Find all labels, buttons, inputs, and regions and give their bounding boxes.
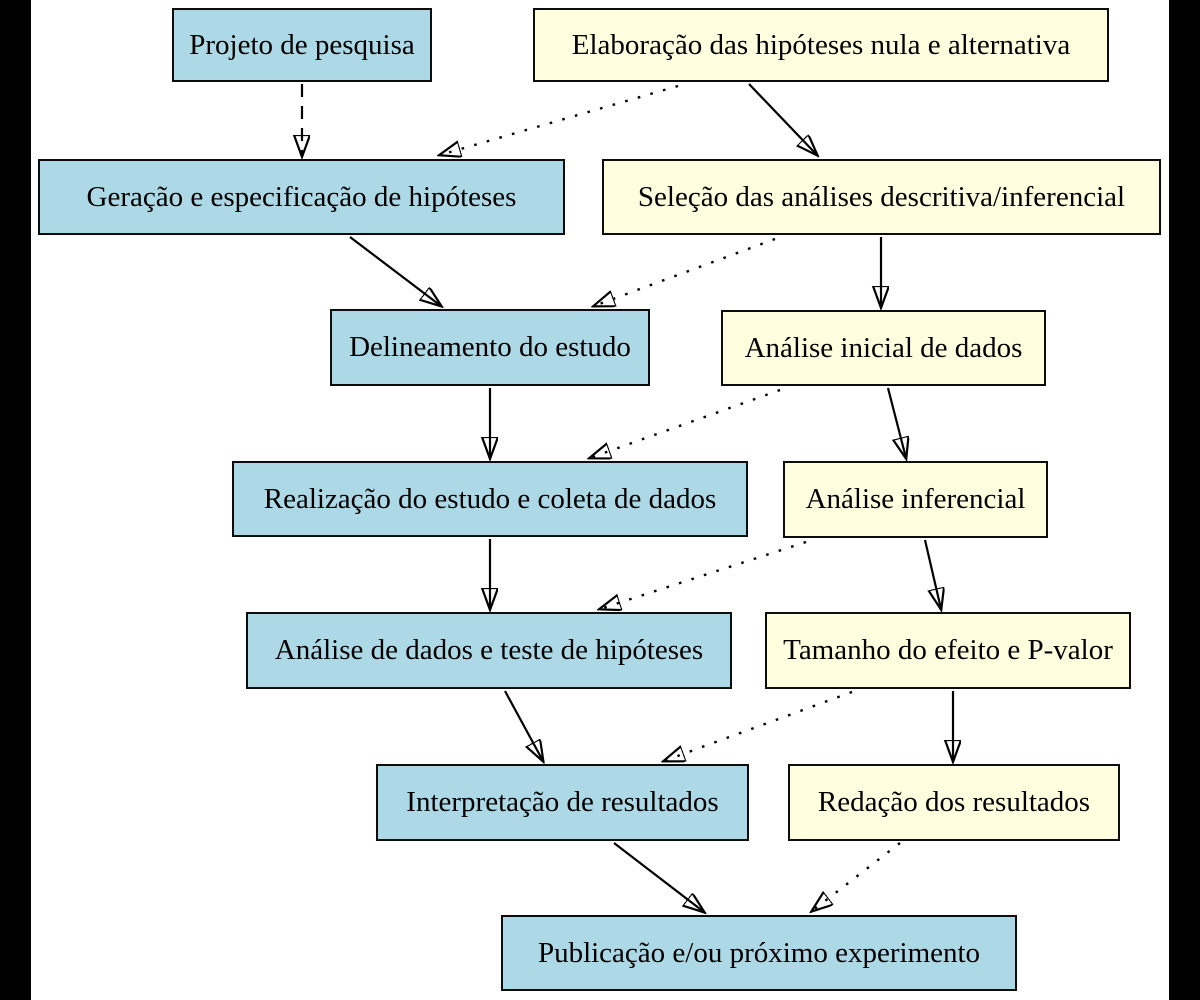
node-label: Realização do estudo e coleta de dados [263,482,717,515]
edge-analise-inicial-realizacao [590,388,781,458]
node-label: Análise de dados e teste de hipóteses [274,634,704,666]
left-letterbox-bar [0,0,31,1000]
node-label: Delineamento do estudo [349,331,631,363]
edge-geracao-delineamento [349,236,441,306]
node-label: Análise inferencial [805,483,1026,515]
node-analise-inicial-dados: Análise inicial de dados [721,310,1046,386]
node-label: Elaboração das hipóteses nula e alternat… [571,28,1071,61]
node-label: Publicação e/ou próximo experimento [537,936,981,969]
edge-analise-inferencial-dados [600,540,807,609]
edge-elaboracao-geracao [440,84,679,155]
node-geracao-especificacao: Geração e especificação de hipóteses [38,159,565,235]
edge-selecao-delineamento [594,237,776,306]
edge-analise-inicial-inferencial [886,387,906,458]
node-projeto-de-pesquisa: Projeto de pesquisa [172,8,432,82]
node-label: Análise inicial de dados [744,331,1023,364]
right-letterbox-bar [1169,0,1200,1000]
node-label: Geração e especificação de hipóteses [86,180,517,213]
node-label: Tamanho do efeito e P-valor [783,634,1113,666]
node-analise-dados-teste: Análise de dados e teste de hipóteses [246,612,732,689]
edge-analise-dados-interpretacao [504,690,543,761]
node-label: Redação dos resultados [817,786,1091,818]
node-elaboracao-hipoteses: Elaboração das hipóteses nula e alternat… [533,8,1109,82]
node-label: Seleção das análises descritiva/inferenc… [637,180,1126,213]
edge-analise-inferencial-tamanho [923,539,941,609]
node-tamanho-efeito-pvalor: Tamanho do efeito e P-valor [765,612,1131,689]
node-selecao-analises: Seleção das análises descritiva/inferenc… [602,159,1161,235]
node-delineamento-estudo: Delineamento do estudo [330,309,650,386]
node-interpretacao-resultados: Interpretação de resultados [376,764,749,841]
node-realizacao-estudo: Realização do estudo e coleta de dados [232,461,748,537]
edge-tamanho-interpretacao [664,690,853,761]
node-label: Projeto de pesquisa [189,28,415,61]
node-publicacao-experimento: Publicação e/ou próximo experimento [501,915,1017,991]
edge-redacao-publicacao [812,842,901,911]
edge-interpretacao-publicacao [613,842,704,912]
edge-elaboracao-selecao [748,83,817,155]
node-redacao-resultados: Redação dos resultados [788,764,1120,841]
node-label: Interpretação de resultados [406,786,719,818]
node-analise-inferencial: Análise inferencial [783,461,1048,538]
